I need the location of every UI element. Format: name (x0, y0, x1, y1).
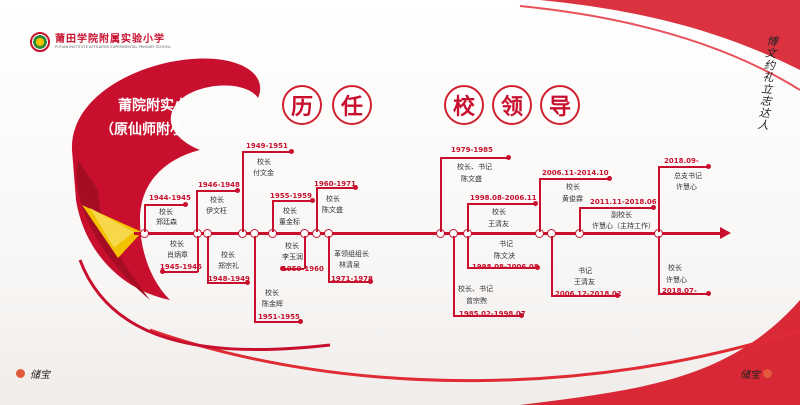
entry-years: 2006.11-2014.10 (542, 169, 609, 177)
entry-years: 2006.12-2018.02 (555, 290, 622, 298)
entry-name: 陈金辉 (262, 298, 283, 310)
entry-name: 李玉润 (282, 251, 303, 263)
heading-char: 校 (444, 85, 484, 125)
school-emblem-icon (30, 32, 50, 52)
footer-signature-left: 储宝 (30, 366, 50, 381)
entry-years: 1944-1945 (149, 194, 191, 202)
entry-name: 付文金 (253, 167, 274, 179)
bottom-right-swoosh (520, 300, 800, 405)
entry-name: 肖炳章 (167, 249, 188, 261)
entry-name: 黄俊霖 (562, 193, 583, 205)
entry-role: 校长、书记 (457, 161, 492, 173)
heading-char: 领 (492, 85, 532, 125)
footer-signature-right: 储宝 (740, 366, 760, 381)
entry-name: 董金标 (279, 216, 300, 228)
entry-years: 1959-1960 (282, 265, 324, 273)
school-name-cn: 莆田学院附属实验小学 (55, 34, 171, 45)
entry-years: 1951-1955 (258, 313, 300, 321)
heading-char: 导 (540, 85, 580, 125)
entry-years: 1946-1948 (198, 181, 240, 189)
entry-name: 王清友 (574, 276, 595, 288)
entry-name: 许慧心 (666, 274, 687, 286)
entry-role: 校长 (566, 181, 580, 193)
top-right-swoosh (540, 0, 800, 70)
school-logo: 莆田学院附属实验小学 PUTIAN INSTITUTE AFFILIATED E… (30, 32, 171, 52)
entry-name: 陈文盛 (461, 173, 482, 185)
entry-years: 2018.09- (664, 157, 699, 165)
entry-years: 1945-1946 (160, 263, 202, 271)
entry-name: 许慧心 (676, 181, 697, 193)
timeline-arrow-icon (720, 227, 731, 239)
entry-years: 1998.08-2006.08 (472, 263, 539, 271)
banner-line-2: （原仙师附小） (100, 119, 198, 139)
heading-char: 历 (282, 85, 322, 125)
entry-years: 1979-1985 (451, 146, 493, 154)
entry-years: 1998.08-2006.11 (470, 194, 537, 202)
entry-name: 林清泉 (339, 259, 360, 271)
footer-dot-icon (763, 369, 772, 378)
entry-name: 曾宗煦 (466, 295, 487, 307)
entry-name: 郑宗礼 (218, 260, 239, 272)
entry-years: 2011.11-2018.06 (590, 198, 657, 206)
entry-years: 1960-1971 (314, 180, 356, 188)
entry-role: 校长、书记 (458, 283, 493, 295)
entry-name: 王清友 (488, 218, 509, 230)
banner-line-1: 莆院附实小 (118, 95, 188, 115)
entry-name: 郑廷森 (156, 216, 177, 228)
school-name-en: PUTIAN INSTITUTE AFFILIATED EXPERIMENTAL… (55, 45, 171, 50)
entry-name: 伊文枉 (206, 205, 227, 217)
timeline-axis (134, 232, 724, 235)
entry-name: 陈文盛 (322, 204, 343, 216)
footer-dot-icon (16, 369, 25, 378)
entry-years: 1949-1951 (246, 142, 288, 150)
entry-years: 1948-1949 (208, 275, 250, 283)
entry-years: 1971-1978 (331, 275, 373, 283)
entry-name: 许慧心（主持工作） (592, 220, 655, 232)
entry-years: 1955-1959 (270, 192, 312, 200)
entry-role: 校长 (492, 206, 506, 218)
entry-name: 陈文泱 (494, 250, 515, 262)
entry-role: 校长 (668, 262, 682, 274)
entry-years: 1985.02-1998.07 (459, 310, 526, 318)
heading-char: 任 (332, 85, 372, 125)
entry-role: 书记 (499, 238, 513, 250)
entry-years: 2018.07- (662, 287, 697, 295)
